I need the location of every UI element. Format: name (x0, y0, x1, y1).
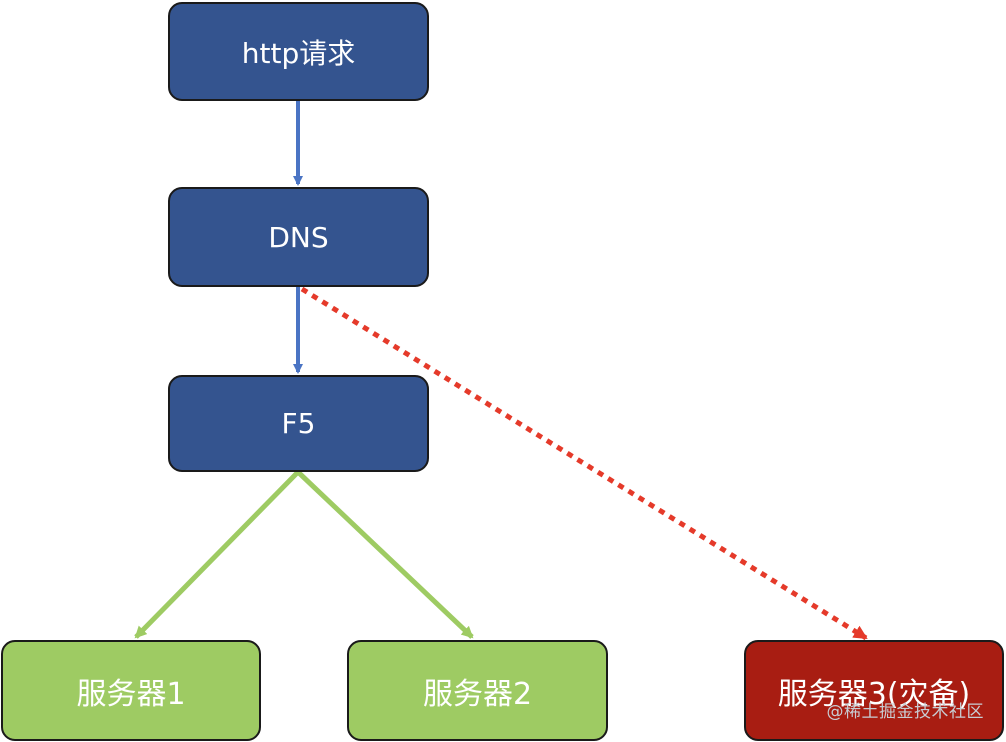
server1-node: 服务器1 (1, 640, 261, 741)
dns-node: DNS (168, 187, 429, 287)
f5-node: F5 (168, 375, 429, 472)
dns-label: DNS (268, 220, 329, 254)
server2-node: 服务器2 (347, 640, 608, 741)
server3-backup-node: 服务器3(灾备) (744, 640, 1004, 741)
arrow-f5-to-server2 (296, 470, 474, 639)
server2-label: 服务器2 (422, 676, 533, 712)
server3-label: 服务器3(灾备) (777, 676, 971, 712)
server1-label: 服务器1 (76, 676, 186, 712)
f5-label: F5 (281, 407, 316, 440)
watermark: @稀土掘金技术社区 (826, 702, 984, 722)
arrow-dns-to-server3-failover (300, 286, 868, 641)
http-request-label: http请求 (241, 36, 356, 70)
arrow-f5-to-server1 (134, 470, 300, 639)
http-request-node: http请求 (168, 2, 429, 101)
